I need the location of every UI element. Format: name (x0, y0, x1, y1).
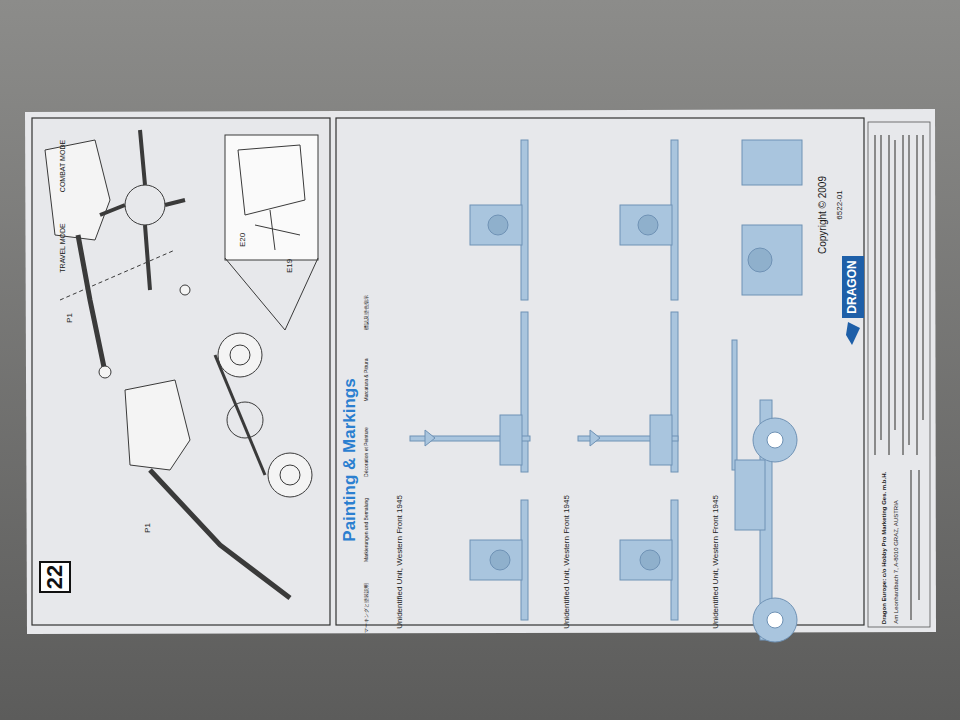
subtitle: Markierungen und Bemalung (364, 498, 370, 562)
copyright: Copyright © 2009 (817, 176, 828, 254)
gun-profile (410, 140, 802, 642)
mode-label: COMBAT MODE (59, 140, 67, 192)
mount-side (500, 415, 522, 465)
part-label: P1 (144, 523, 153, 533)
drawing-rect (470, 540, 522, 580)
wheel (268, 453, 312, 497)
drawing-circle (230, 345, 250, 365)
drawing-circle (767, 432, 783, 448)
drawing-line (922, 135, 924, 420)
brand-logo: DRAGON (842, 256, 863, 317)
step-illustration (45, 130, 318, 598)
drawing-rect (735, 460, 765, 530)
drawing-path (590, 430, 600, 446)
gun-barrel (78, 235, 105, 372)
drawing-line (888, 135, 890, 455)
drawing-line (894, 140, 896, 430)
drawing-circle (767, 612, 783, 628)
drawing-rect (650, 415, 672, 465)
fine-print-frame (868, 122, 930, 627)
part-label: E19 (286, 259, 295, 273)
drawing-line (880, 135, 882, 440)
subtitle: Décoration et Peinture (364, 427, 370, 477)
subtitle: マーキングと塗装説明 (364, 583, 370, 633)
mode-label: TRAVEL MODE (59, 223, 67, 272)
part-label: E20 (239, 233, 248, 247)
drawing-path (255, 210, 300, 250)
address: Am Leonhardbach 7, A-8010 GRAZ, AUSTRIA (893, 500, 900, 624)
drawing-line (910, 470, 912, 620)
scheme-caption: Unidentified Unit, Western Front 1945 (563, 495, 572, 629)
drawing-circle (227, 402, 263, 438)
section-title: Painting & Markings (341, 378, 360, 541)
detail-inset (225, 135, 318, 260)
drawing-path (215, 355, 265, 475)
drawing-circle (640, 550, 660, 570)
drawing-circle (280, 465, 300, 485)
travel-front (742, 140, 802, 185)
painting-frame (336, 118, 864, 625)
drawing-line (918, 470, 920, 600)
drawing-circle (125, 185, 165, 225)
drawing-line (916, 135, 918, 455)
wheel (753, 418, 797, 462)
drawing-circle (488, 215, 508, 235)
drawing-circle (99, 366, 111, 378)
drawing-line (908, 135, 910, 445)
drawing-line (902, 135, 904, 455)
scheme-caption: Unidentified Unit, Western Front 1945 (712, 495, 721, 629)
drawing-path (425, 430, 435, 446)
drawing-rect (742, 225, 802, 295)
dragon-emblem (846, 322, 860, 345)
gun-mount (45, 140, 110, 240)
drawing-circle (748, 248, 772, 272)
gun-mount (125, 380, 190, 470)
scheme-caption: Unidentified Unit, Western Front 1945 (396, 495, 405, 629)
node-text: 22 (43, 565, 67, 589)
part-label: P1 (66, 313, 75, 323)
drawing-rect (620, 205, 672, 245)
inset-pointer (225, 258, 318, 330)
drawing-rect (620, 540, 672, 580)
product-code: 6522-01 (836, 190, 845, 219)
drawing-circle (490, 550, 510, 570)
mode-divider (60, 250, 175, 300)
paper-sheet (25, 109, 936, 634)
drawing-circle (180, 285, 190, 295)
step-frame (32, 118, 330, 625)
drawing-line (874, 135, 876, 455)
drawing-path (238, 145, 305, 215)
subtitle: Marcatura & Pittura (364, 358, 370, 401)
drawing-circle (638, 215, 658, 235)
step-number: 22 (39, 561, 71, 593)
wheel (753, 598, 797, 642)
mount-front (470, 205, 522, 245)
node-text: DRAGON (846, 260, 859, 313)
subtitle: 標誌及塗色指示 (364, 295, 370, 330)
address: Dragon Europe: c/o Hobby Pro Marketing G… (881, 472, 888, 624)
barrel (732, 340, 737, 470)
gun-barrel (150, 470, 290, 598)
cross-platform (100, 130, 185, 290)
wheel (218, 333, 262, 377)
